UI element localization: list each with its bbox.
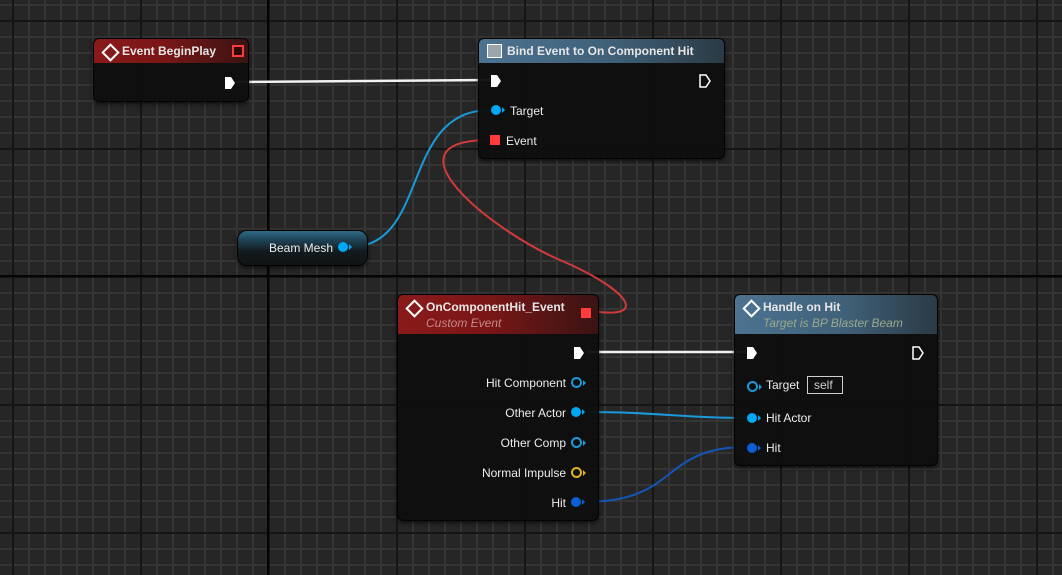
pin-label-hit-actor: Hit Actor <box>766 411 812 425</box>
pin-label-event: Event <box>506 134 537 148</box>
node-header[interactable]: Handle on Hit Target is BP Blaster Beam <box>735 295 937 334</box>
node-header[interactable]: Bind Event to On Component Hit <box>479 39 724 63</box>
event-diamond-icon <box>101 43 120 62</box>
delegate-output-pin-icon[interactable] <box>581 308 591 318</box>
node-beam-mesh-getter[interactable]: Beam Mesh <box>237 230 368 266</box>
other-actor-output-pin-icon[interactable] <box>571 407 585 417</box>
node-handle-on-hit[interactable]: Handle on Hit Target is BP Blaster Beam … <box>734 294 938 466</box>
event-diamond-icon <box>742 299 761 318</box>
target-wire-beammesh-to-bind[interactable] <box>349 109 491 248</box>
delegate-output-pin-icon[interactable] <box>232 45 244 57</box>
node-title: Handle on Hit <box>763 300 841 314</box>
wire-hit-to-hit[interactable] <box>583 446 747 503</box>
normal-impulse-output-pin-icon[interactable] <box>571 467 586 478</box>
exec-wire-beginplay-to-bind[interactable] <box>235 78 491 84</box>
node-event-beginplay[interactable]: Event BeginPlay <box>93 38 249 102</box>
exec-output-pin-icon[interactable] <box>699 74 711 88</box>
beam-mesh-output-pin-icon[interactable] <box>338 242 352 252</box>
hit-component-output-pin-icon[interactable] <box>571 377 586 388</box>
node-title: Bind Event to On Component Hit <box>507 44 694 58</box>
pin-label-other-actor: Other Actor <box>505 406 566 420</box>
exec-output-pin-icon[interactable] <box>573 346 585 360</box>
target-input-pin-icon[interactable] <box>491 105 505 115</box>
variable-label: Beam Mesh <box>269 241 334 255</box>
graph-origin-axis-horizontal <box>0 275 1062 277</box>
pin-label-target: Target <box>766 378 800 392</box>
pin-label-hit: Hit <box>551 496 566 510</box>
event-delegate-input-pin-icon[interactable] <box>490 135 500 145</box>
hit-output-pin-icon[interactable] <box>571 497 585 507</box>
hit-actor-input-pin-icon[interactable] <box>747 413 761 423</box>
delegate-wire-event-to-bind[interactable] <box>442 139 627 314</box>
wire-other-actor-to-hit-actor[interactable] <box>583 411 747 419</box>
node-subtitle: Custom Event <box>426 316 502 330</box>
pin-label-normal-impulse: Normal Impulse <box>481 466 566 480</box>
pin-label-hit-component: Hit Component <box>485 376 566 390</box>
exec-output-pin-icon[interactable] <box>912 346 924 360</box>
node-title: OnComponentHit_Event <box>426 300 565 314</box>
hit-input-pin-icon[interactable] <box>747 443 761 453</box>
node-subtitle: Target is BP Blaster Beam <box>763 316 903 330</box>
pin-label-hit: Hit <box>766 441 781 455</box>
other-comp-output-pin-icon[interactable] <box>571 437 586 448</box>
node-bind-event-on-component-hit[interactable]: Bind Event to On Component Hit Target Ev… <box>478 38 725 159</box>
node-header[interactable]: Event BeginPlay <box>94 39 248 63</box>
exec-input-pin-icon[interactable] <box>746 346 758 360</box>
node-header[interactable]: OnComponentHit_Event Custom Event <box>398 295 598 334</box>
target-input-pin-icon[interactable] <box>747 381 762 392</box>
pin-label-target: Target <box>510 104 544 118</box>
node-title: Event BeginPlay <box>122 44 217 58</box>
event-diamond-icon <box>405 299 424 318</box>
exec-output-pin-icon[interactable] <box>224 76 236 90</box>
function-icon <box>487 44 502 58</box>
graph-origin-axis-vertical <box>267 0 269 575</box>
exec-input-pin-icon[interactable] <box>490 74 502 88</box>
pin-label-other-comp: Other Comp <box>500 436 566 450</box>
node-oncomponenthit-custom-event[interactable]: OnComponentHit_Event Custom Event Hit Co… <box>397 294 599 521</box>
target-default-value-field[interactable]: self <box>807 376 843 394</box>
